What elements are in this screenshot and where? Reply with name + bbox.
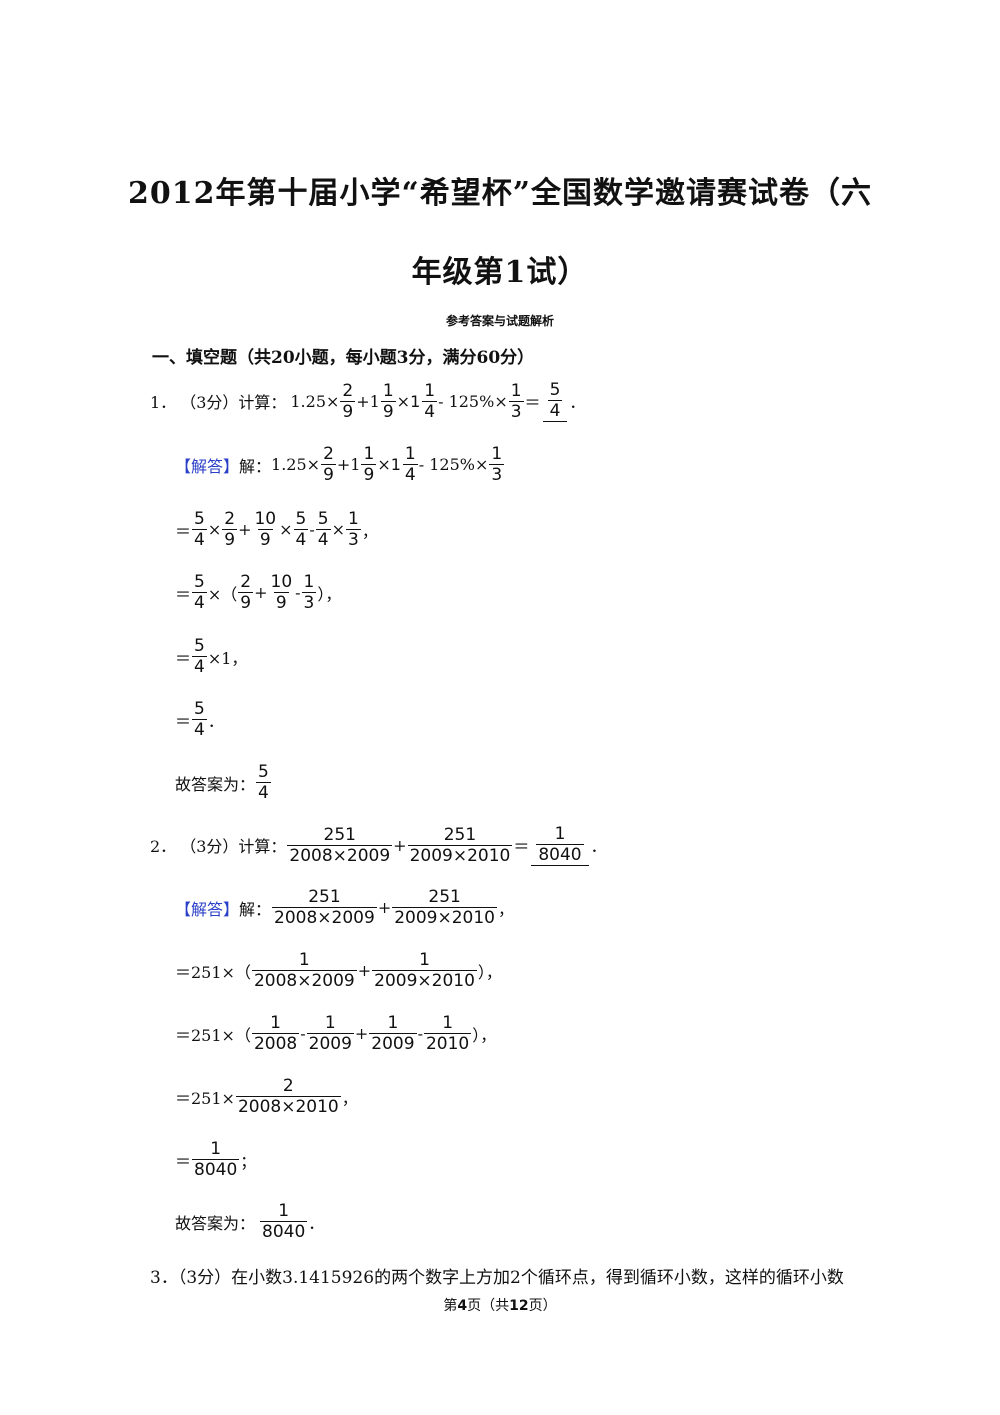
- jieda-label: 【解答】: [175, 899, 240, 919]
- section-heading: 一、填空题（共20小题，每小题3分，满分60分）: [152, 348, 535, 368]
- page-footer: 第4页（共12页）: [443, 1298, 557, 1314]
- question-3: 3．（3分）在小数3.1415926的两个数字上方加2个循环点，得到循环小数，这…: [150, 1268, 844, 1288]
- page-title: 2012年第十届小学“希望杯”全国数学邀请赛试卷（六: [127, 176, 872, 211]
- page-title-continued: 年级第1试）: [411, 255, 589, 290]
- jieda-label: 【解答】: [175, 456, 240, 476]
- subtitle: 参考答案与试题解析: [445, 314, 554, 328]
